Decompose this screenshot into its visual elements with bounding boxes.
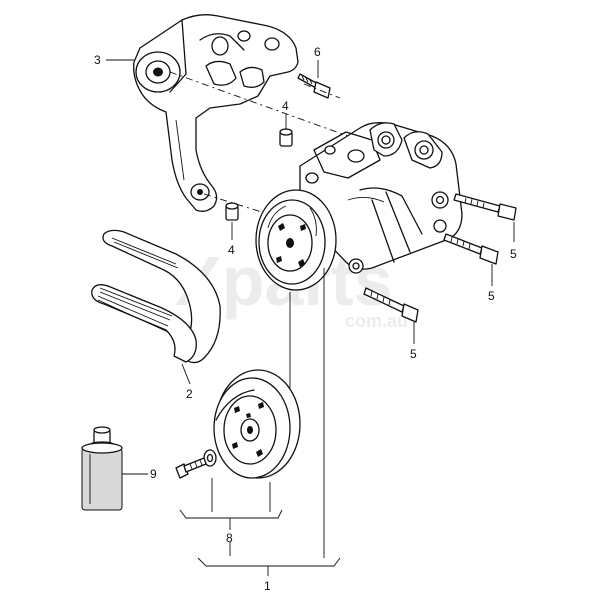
watermark-domain: com.au bbox=[345, 311, 408, 331]
callout-1: 1 bbox=[264, 579, 271, 593]
ac-compressor bbox=[255, 122, 463, 291]
callout-4-upper: 4 bbox=[282, 99, 289, 113]
bolt-part-6 bbox=[297, 73, 331, 99]
callout-8: 8 bbox=[226, 531, 233, 545]
clutch-pulley bbox=[213, 369, 301, 479]
callout-6: 6 bbox=[314, 45, 321, 59]
callout-4-lower: 4 bbox=[228, 243, 235, 257]
centreline-lower bbox=[203, 193, 269, 215]
pulley-bolt bbox=[175, 457, 207, 479]
callout-5-upper: 5 bbox=[510, 247, 517, 261]
washer bbox=[203, 449, 217, 467]
callout-5-lower: 5 bbox=[410, 347, 417, 361]
callout-3: 3 bbox=[94, 53, 101, 67]
bolt-part-5-upper bbox=[453, 193, 517, 221]
callout-2: 2 bbox=[186, 387, 193, 401]
callout-5-middle: 5 bbox=[488, 289, 495, 303]
bolt-part-5-lower bbox=[363, 287, 419, 323]
leader-lines bbox=[106, 59, 515, 576]
spacer-sleeve-upper bbox=[279, 128, 293, 147]
callout-9: 9 bbox=[150, 467, 157, 481]
bolt-part-5-middle bbox=[443, 233, 499, 265]
compressor-oil-bottle bbox=[81, 426, 123, 511]
compressor-bracket bbox=[133, 14, 299, 212]
spacer-sleeve-lower bbox=[225, 202, 239, 221]
poly-v-belt bbox=[91, 229, 221, 364]
centreline-bolt-6 bbox=[303, 83, 341, 99]
